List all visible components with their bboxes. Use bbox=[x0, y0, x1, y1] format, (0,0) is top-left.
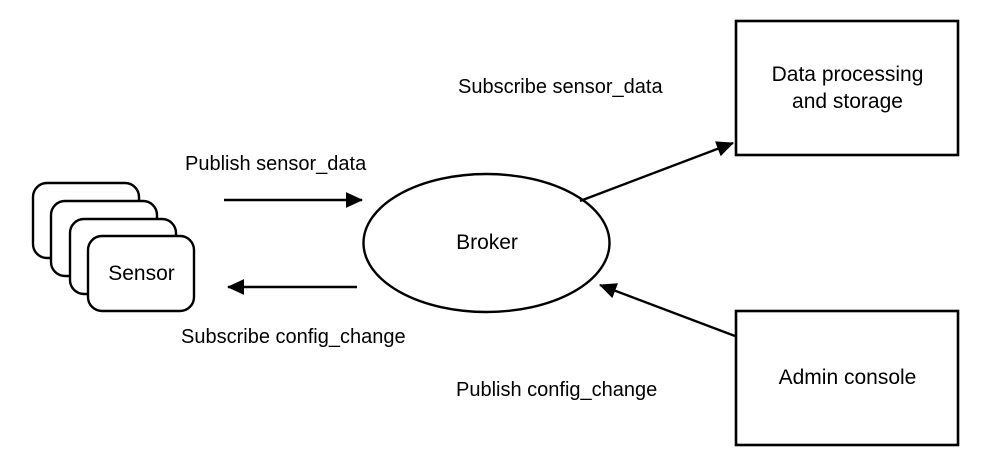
admin-console-box[interactable] bbox=[734, 309, 960, 447]
edge-subscribe-sensor-data-arrow bbox=[579, 141, 734, 203]
edge-label-subscribe-sensor-data: Subscribe sensor_data bbox=[458, 76, 663, 98]
data-processing-box[interactable] bbox=[734, 19, 960, 157]
edge-label-publish-config-change: Publish config_change bbox=[456, 379, 658, 401]
sensor-stack-box-1[interactable] bbox=[86, 234, 196, 313]
edge-label-subscribe-config-change: Subscribe config_change bbox=[181, 326, 406, 348]
edge-label-publish-sensor-data: Publish sensor_data bbox=[185, 153, 367, 175]
broker-ellipse[interactable] bbox=[362, 172, 611, 314]
edge-publish-config-change-arrow bbox=[599, 283, 736, 338]
